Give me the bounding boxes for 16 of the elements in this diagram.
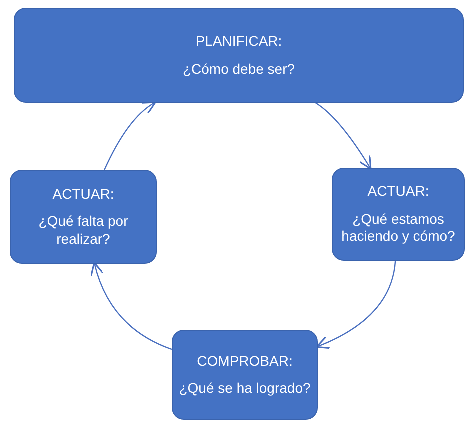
curved-arrow — [104, 102, 156, 170]
box-heading: ACTUAR: — [52, 186, 114, 204]
box-heading: PLANIFICAR: — [196, 33, 282, 50]
process-box — [332, 168, 465, 261]
process-box — [10, 170, 157, 264]
box-heading: ACTUAR: — [368, 183, 430, 201]
process-box — [172, 330, 318, 420]
process-box — [14, 8, 464, 103]
box-heading: COMPROBAR: — [197, 352, 293, 370]
box-question: ¿Cómo debe ser? — [182, 60, 296, 78]
curved-arrow — [91, 262, 172, 350]
curved-arrow — [316, 260, 396, 349]
curved-arrow — [315, 102, 372, 170]
box-question: ¿Qué se ha logrado? — [179, 380, 311, 398]
box-question: ¿Qué falta por realizar? — [38, 213, 130, 248]
box-question: ¿Qué estamos haciendo y cómo? — [340, 210, 456, 246]
